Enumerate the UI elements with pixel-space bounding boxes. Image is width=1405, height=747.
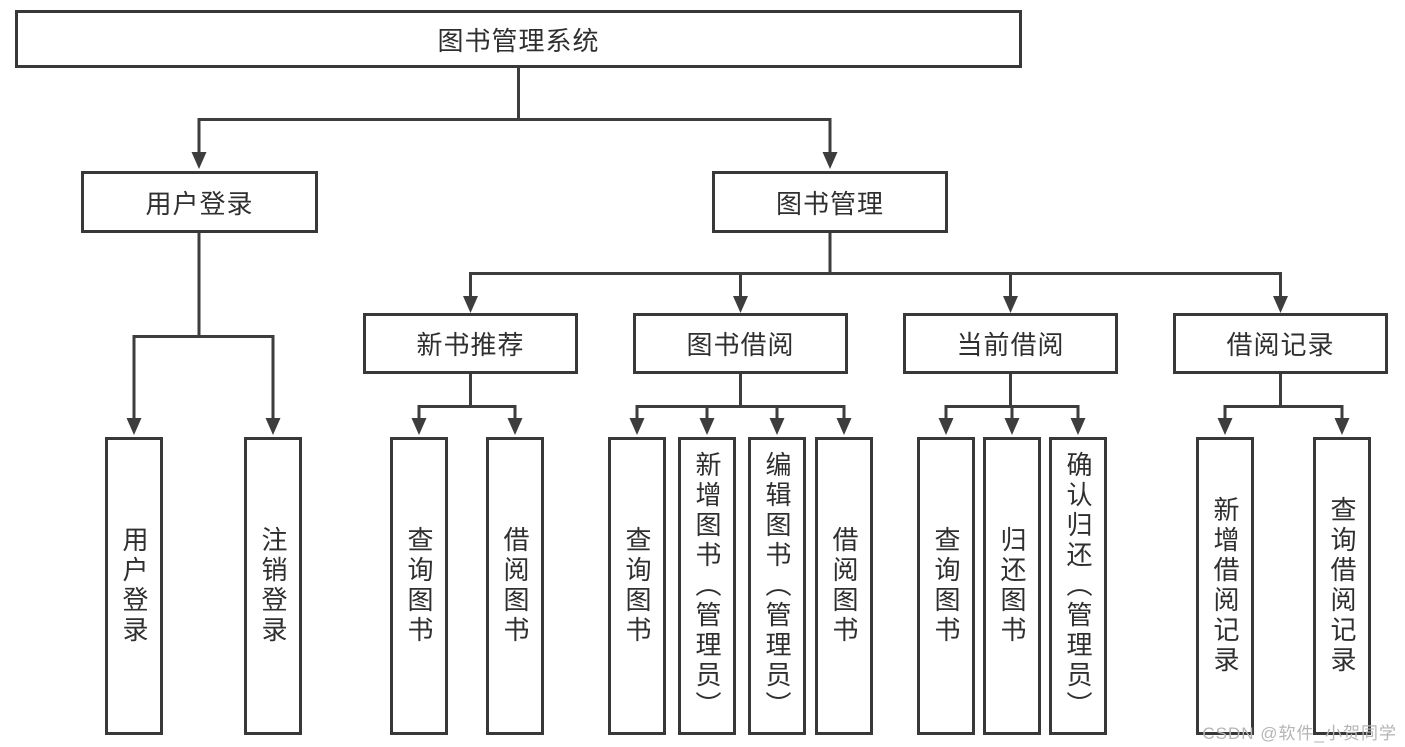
node-borrowing-records: 借阅记录	[1173, 313, 1388, 374]
leaf-logout: 注销登录	[244, 437, 302, 735]
node-book-borrowing: 图书借阅	[633, 313, 848, 374]
leaf-confirm-return-admin: 确认归还（管理员）	[1049, 437, 1107, 735]
node-label: 图书管理	[775, 188, 884, 219]
leaf-label: 查询图书	[931, 526, 961, 646]
node-user-login: 用户登录	[81, 171, 318, 233]
node-label: 新书推荐	[416, 330, 525, 360]
leaf-label: 编辑图书（管理员）	[762, 451, 792, 721]
leaf-query-borrow-record: 查询借阅记录	[1313, 437, 1371, 735]
leaf-borrow-books: 借阅图书	[815, 437, 873, 735]
node-current-borrowing: 当前借阅	[903, 313, 1118, 374]
leaf-label: 用户登录	[119, 526, 149, 646]
leaf-label: 注销登录	[258, 526, 288, 646]
leaf-add-borrow-record: 新增借阅记录	[1196, 437, 1254, 735]
leaf-add-book-admin: 新增图书（管理员）	[678, 437, 736, 735]
node-label: 图书管理系统	[437, 25, 600, 56]
node-new-book-recommendation: 新书推荐	[363, 313, 578, 374]
leaf-label: 新增图书（管理员）	[692, 451, 722, 721]
connector-paths	[132, 68, 1344, 421]
leaf-label: 查询借阅记录	[1327, 496, 1357, 676]
leaf-label: 确认归还（管理员）	[1063, 451, 1093, 721]
leaf-label: 借阅图书	[500, 526, 530, 646]
node-label: 用户登录	[145, 188, 254, 219]
leaf-query-books-borrowing: 查询图书	[608, 437, 666, 735]
leaf-label: 查询图书	[404, 526, 434, 646]
leaf-edit-book-admin: 编辑图书（管理员）	[748, 437, 806, 735]
leaf-label: 查询图书	[622, 526, 652, 646]
watermark: CSDN @软件_小贺同学	[1202, 724, 1397, 743]
leaf-return-books: 归还图书	[983, 437, 1041, 735]
node-library-management-system: 图书管理系统	[15, 10, 1022, 68]
leaf-label: 借阅图书	[829, 526, 859, 646]
node-label: 当前借阅	[956, 330, 1065, 360]
leaf-borrow-books-recommendation: 借阅图书	[486, 437, 544, 735]
leaf-query-books-recommendation: 查询图书	[390, 437, 448, 735]
node-label: 图书借阅	[686, 330, 795, 360]
leaf-query-books-current: 查询图书	[917, 437, 975, 735]
leaf-label: 新增借阅记录	[1210, 496, 1240, 676]
leaf-label: 归还图书	[997, 526, 1027, 646]
node-book-management: 图书管理	[712, 171, 948, 233]
leaf-user-login: 用户登录	[105, 437, 163, 735]
node-label: 借阅记录	[1226, 330, 1335, 360]
